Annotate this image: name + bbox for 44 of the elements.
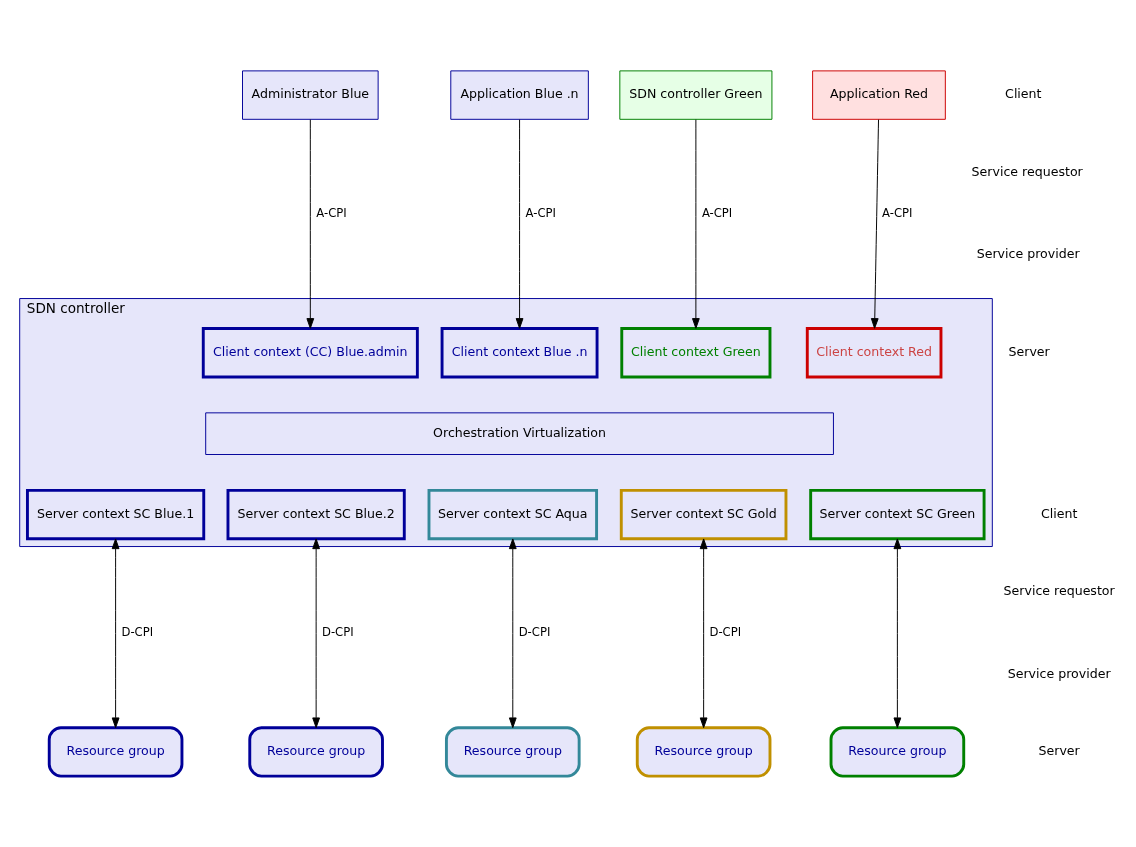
edge-label: D-CPI xyxy=(321,625,354,640)
edge-label: A-CPI xyxy=(882,205,913,220)
arrow xyxy=(692,119,700,329)
edge-label: D-CPI xyxy=(121,625,154,640)
node-box: SDN controller Green xyxy=(619,70,773,120)
node-box: Server context SC Blue.2 xyxy=(226,488,406,541)
node-box: Server context SC Blue.1 xyxy=(26,488,206,541)
node-box: Application Red xyxy=(812,70,946,120)
node-box: Resource group xyxy=(47,726,184,778)
label: Server xyxy=(1008,344,1050,360)
arrow xyxy=(312,538,320,729)
edge-label: A-CPI xyxy=(316,205,347,220)
label: Service provider xyxy=(1007,665,1111,681)
edge-label: A-CPI xyxy=(525,205,556,220)
label: Service provider xyxy=(976,246,1080,262)
label: Service requestor xyxy=(1003,583,1115,599)
edge-label: A-CPI xyxy=(701,205,733,220)
node-box: Client context Blue .n xyxy=(440,327,599,379)
arrow xyxy=(699,538,708,729)
node-box: Resource group xyxy=(248,726,384,778)
node-box: Resource group xyxy=(829,726,966,778)
node-box: Resource group xyxy=(635,726,772,778)
node-box: Resource group xyxy=(444,726,581,778)
label: Service requestor xyxy=(971,163,1083,179)
label: Client xyxy=(1005,86,1042,102)
node-box: Server context SC Gold xyxy=(619,488,788,541)
label: Client xyxy=(1040,505,1078,521)
node-box: Application Blue .n xyxy=(450,70,589,120)
node-box: Server context SC Aqua xyxy=(427,488,599,541)
node-box: Server context SC Green xyxy=(809,488,986,541)
arrow xyxy=(870,119,879,329)
edge-label: D-CPI xyxy=(709,625,742,640)
arrow xyxy=(893,538,902,729)
node-box: Administrator Blue xyxy=(242,70,379,120)
arrow xyxy=(508,538,517,729)
arrow xyxy=(515,119,524,329)
label: Server xyxy=(1038,743,1080,759)
arrow xyxy=(306,119,315,329)
node-box: Orchestration Virtualization xyxy=(205,412,834,455)
node-box: Client context Red xyxy=(805,327,943,379)
arrow xyxy=(111,538,120,729)
edge-label: D-CPI xyxy=(518,625,551,640)
node-box: Client context Green xyxy=(620,327,772,379)
node-box: Client context (CC) Blue.admin xyxy=(201,327,419,379)
